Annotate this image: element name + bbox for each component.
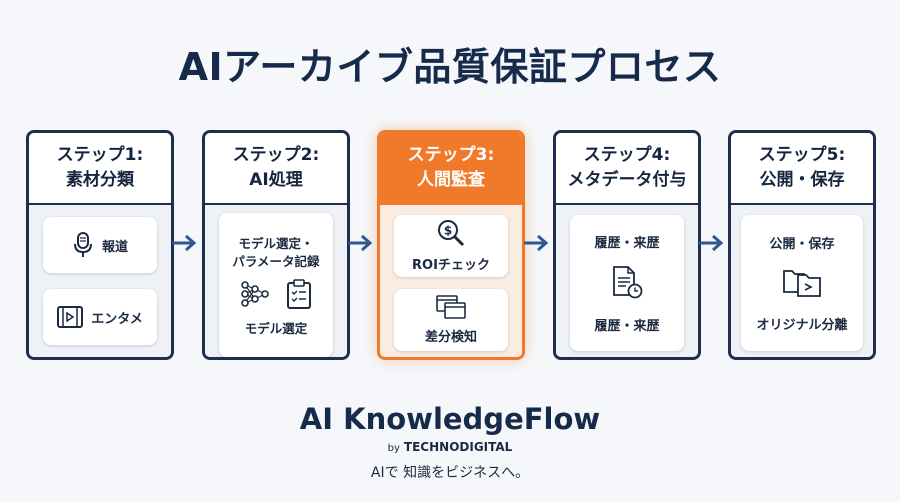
step-1-body: 報道 エンタメ bbox=[29, 205, 171, 357]
step-1-number: ステップ1: bbox=[56, 145, 144, 165]
step-3-body: $ ROIチェック 差分検知 bbox=[380, 205, 522, 357]
card-publish: 公開・保存 オリジナル分離 bbox=[741, 215, 863, 351]
card-roi-label: ROIチェック bbox=[412, 258, 490, 273]
step-4-number: ステップ4: bbox=[583, 145, 671, 165]
card-model-line1: モデル選定・ bbox=[238, 235, 314, 251]
card-roi-check: $ ROIチェック bbox=[394, 215, 508, 277]
brand-name: AI KnowledgeFlow bbox=[299, 402, 601, 436]
page-title: AIアーカイブ品質保証プロセス bbox=[178, 45, 722, 89]
card-model-line2: パラメータ記録 bbox=[232, 253, 320, 269]
step-5-body: 公開・保存 オリジナル分離 bbox=[731, 205, 873, 357]
step-3-number: ステップ3: bbox=[407, 145, 495, 165]
step-2-title: AI処理 bbox=[249, 170, 303, 190]
arrow-right-icon bbox=[348, 234, 373, 252]
arrow-right-icon bbox=[172, 234, 197, 252]
card-news-label: 報道 bbox=[101, 239, 128, 255]
card-model-selection: モデル選定・ パラメータ記録 モデル選定 bbox=[219, 213, 333, 357]
card-news: 報道 bbox=[43, 217, 157, 273]
svg-text:$: $ bbox=[444, 224, 452, 238]
brand-company: TECHNODIGITAL bbox=[403, 440, 513, 454]
card-provenance-top: 履歴・来歴 bbox=[594, 236, 660, 251]
card-provenance-bottom: 履歴・来歴 bbox=[594, 319, 660, 334]
windows-icon bbox=[436, 295, 466, 323]
step-4-title: メタデータ付与 bbox=[567, 170, 687, 190]
step-2-body: モデル選定・ パラメータ記録 モデル選定 bbox=[205, 205, 347, 357]
step-1-box: ステップ1: 素材分類 報道 エンタメ bbox=[26, 130, 174, 360]
card-publish-bottom: オリジナル分離 bbox=[756, 318, 848, 333]
brand-tagline: AIで 知識をビジネスへ。 bbox=[370, 465, 530, 481]
magnifier-dollar-icon: $ bbox=[436, 219, 466, 251]
clipboard-checklist-icon bbox=[286, 278, 312, 314]
brand-by: by bbox=[387, 443, 400, 454]
step-2-number: ステップ2: bbox=[232, 145, 320, 165]
microphone-icon bbox=[72, 231, 94, 259]
step-2-header: ステップ2: AI処理 bbox=[205, 133, 347, 205]
step-4-body: 履歴・来歴 履歴・来歴 bbox=[556, 205, 698, 357]
step-5-box: ステップ5: 公開・保存 公開・保存 オリジナル分離 bbox=[728, 130, 876, 360]
step-5-header: ステップ5: 公開・保存 bbox=[731, 133, 873, 205]
neural-network-icon bbox=[240, 279, 270, 314]
step-5-title: 公開・保存 bbox=[759, 170, 845, 190]
step-3-title: 人間監査 bbox=[417, 170, 485, 190]
card-diff-detection: 差分検知 bbox=[394, 289, 508, 351]
film-icon bbox=[57, 306, 84, 328]
step-1-header: ステップ1: 素材分類 bbox=[29, 133, 171, 205]
card-publish-top: 公開・保存 bbox=[769, 237, 835, 252]
step-5-number: ステップ5: bbox=[758, 145, 846, 165]
step-2-box: ステップ2: AI処理 モデル選定・ パラメータ記録 モデル選定 bbox=[202, 130, 350, 360]
document-clock-icon bbox=[611, 265, 643, 303]
card-provenance: 履歴・来歴 履歴・来歴 bbox=[570, 215, 684, 351]
folders-icon bbox=[782, 266, 822, 302]
step-4-box: ステップ4: メタデータ付与 履歴・来歴 履歴・来歴 bbox=[553, 130, 701, 360]
card-diff-label: 差分検知 bbox=[424, 330, 477, 345]
arrow-right-icon bbox=[699, 234, 724, 252]
step-3-header: ステップ3: 人間監査 bbox=[380, 133, 522, 205]
card-entertainment-label: エンタメ bbox=[91, 311, 143, 327]
step-1-title: 素材分類 bbox=[66, 170, 134, 190]
card-entertainment: エンタメ bbox=[43, 289, 157, 345]
step-3-box: ステップ3: 人間監査 $ ROIチェック 差分検知 bbox=[377, 130, 525, 360]
arrow-right-icon bbox=[524, 234, 549, 252]
card-model-label: モデル選定 bbox=[244, 320, 308, 336]
step-4-header: ステップ4: メタデータ付与 bbox=[556, 133, 698, 205]
